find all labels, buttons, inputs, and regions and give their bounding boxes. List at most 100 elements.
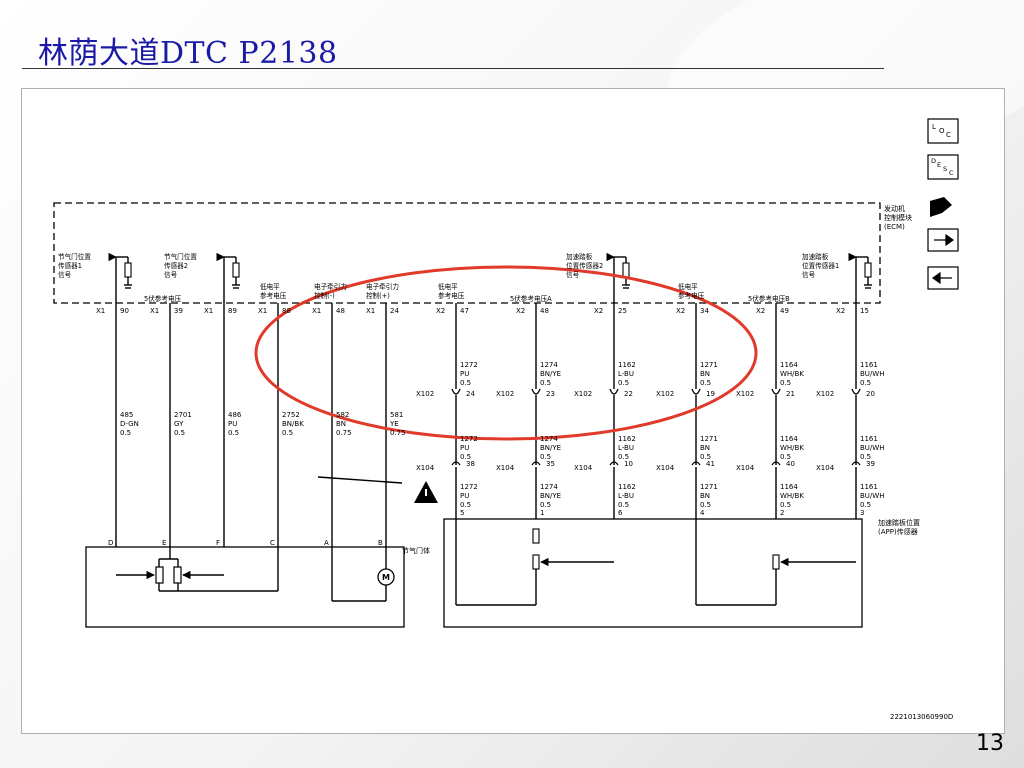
ecm-signal-label: 传感器2 xyxy=(164,261,188,270)
wire-spec: 0.5 xyxy=(460,453,471,461)
connector-label: X102 xyxy=(736,390,754,398)
throttle-terminal: D xyxy=(108,539,113,547)
wire-spec: 0.5 xyxy=(540,501,551,509)
pin-number: 48 xyxy=(540,307,549,315)
pullup-resistor xyxy=(232,262,240,278)
wire-spec: 1164 xyxy=(780,483,798,491)
ecm-dashed-box xyxy=(53,202,881,304)
connector-label: X102 xyxy=(574,390,592,398)
tps-potentiometer xyxy=(173,566,182,584)
pullup-resistor xyxy=(124,262,132,278)
wire-spec: 0.5 xyxy=(174,429,185,437)
wire-spec: 1272 xyxy=(460,435,478,443)
connector-pin: 22 xyxy=(624,390,633,398)
desc-legend-icon xyxy=(927,154,959,180)
connector-pin: 38 xyxy=(466,460,475,468)
connector-label: X102 xyxy=(496,390,514,398)
wire-spec: 1164 xyxy=(780,361,798,369)
ecm-signal-label: 加速踏板 xyxy=(566,252,593,261)
app-resistor xyxy=(772,554,780,570)
connector-pin: 39 xyxy=(866,460,875,468)
ecm-label: 控制模块 xyxy=(884,213,912,222)
wire-spec: BN/BK xyxy=(282,420,304,428)
wiring-diagram: 发动机控制模块(ECM)节气门位置传感器1信号节气门位置传感器2信号低电平参考电… xyxy=(53,118,959,721)
connector-pin: 41 xyxy=(706,460,715,468)
x104-connector xyxy=(691,461,701,466)
title-divider xyxy=(22,68,884,69)
x102-connector xyxy=(451,388,461,395)
wire-spec: BU/WH xyxy=(860,370,884,378)
ecm-signal-label: 信号 xyxy=(164,270,178,279)
wire-spec: 1272 xyxy=(460,483,478,491)
app-sensor-box xyxy=(443,518,863,628)
x104-connector xyxy=(771,461,781,466)
wire-spec: 0.5 xyxy=(618,379,629,387)
wire-spec: BN xyxy=(700,492,710,500)
wire-spec: 1161 xyxy=(860,361,878,369)
wire-spec: BN xyxy=(336,420,346,428)
pin-number: 25 xyxy=(618,307,627,315)
pin-connector: X1 xyxy=(150,307,159,315)
throttle-body-label: 节气门体 xyxy=(402,546,430,555)
wire-spec: 1162 xyxy=(618,435,636,443)
connector-label: X104 xyxy=(816,464,835,472)
wire-spec: 0.5 xyxy=(700,501,711,509)
wire-spec: BN xyxy=(700,370,710,378)
wire-spec: 1162 xyxy=(618,483,636,491)
x104-connector xyxy=(851,461,861,466)
wire-spec: 0.5 xyxy=(120,429,131,437)
wire-spec: 485 xyxy=(120,411,133,419)
ecm-signal-label: 节气门位置 xyxy=(164,252,197,261)
wire-spec: BN xyxy=(700,444,710,452)
pin-number: 88 xyxy=(282,307,291,315)
wire-spec: 1161 xyxy=(860,435,878,443)
wire-spec: 1274 xyxy=(540,435,558,443)
app-terminal: 2 xyxy=(780,509,784,517)
app-resistor xyxy=(532,554,540,570)
wire-spec: L-BU xyxy=(618,370,634,378)
ecm-label: (ECM) xyxy=(884,223,905,231)
pin-connector: X2 xyxy=(516,307,525,315)
wire-spec: PU xyxy=(460,444,469,452)
pin-connector: X1 xyxy=(204,307,213,315)
x102-connector xyxy=(851,388,861,395)
wire-spec: BN/YE xyxy=(540,370,561,378)
throttle-terminal: E xyxy=(162,539,166,547)
wire-spec: 0.5 xyxy=(700,453,711,461)
ecm-signal-label: 控制(-) xyxy=(314,291,335,300)
ref-5v-label: 5伏参考电压B xyxy=(748,294,790,303)
app-terminal: 5 xyxy=(460,509,464,517)
ecm-signal-label: 低电平 xyxy=(678,282,698,291)
app-terminal: 3 xyxy=(860,509,864,517)
x102-connector xyxy=(771,388,781,395)
app-resistor xyxy=(532,528,540,544)
throttle-terminal: A xyxy=(324,539,329,547)
wire-spec: 0.5 xyxy=(860,379,871,387)
app-terminal: 4 xyxy=(700,509,705,517)
wire-spec: WH/BK xyxy=(780,370,804,378)
page-number: 13 xyxy=(976,731,1004,756)
x102-connector xyxy=(691,388,701,395)
ecm-signal-label: 低电平 xyxy=(438,282,458,291)
wire-spec: 582 xyxy=(336,411,349,419)
ecm-signal-label: 电子牵引力 xyxy=(366,282,399,291)
connector-pin: 24 xyxy=(466,390,475,398)
wire-spec: L-BU xyxy=(618,444,634,452)
pin-connector: X1 xyxy=(312,307,321,315)
legend-letter: E xyxy=(937,161,941,169)
pin-connector: X1 xyxy=(258,307,267,315)
wire-spec: 1274 xyxy=(540,361,558,369)
wire-spec: 1271 xyxy=(700,435,718,443)
wire-spec: 1162 xyxy=(618,361,636,369)
wire-spec: PU xyxy=(228,420,237,428)
ref-5v-label: 5伏参考电压 xyxy=(144,294,182,303)
wire-spec: WH/BK xyxy=(780,444,804,452)
ecm-signal-label: 参考电压 xyxy=(260,291,287,300)
highlight-ellipse xyxy=(254,265,758,441)
diagram-geometry xyxy=(53,118,959,628)
tps-potentiometer xyxy=(155,566,164,584)
wire-spec: 0.5 xyxy=(540,379,551,387)
pin-connector: X1 xyxy=(366,307,375,315)
x104-connector xyxy=(531,461,541,466)
